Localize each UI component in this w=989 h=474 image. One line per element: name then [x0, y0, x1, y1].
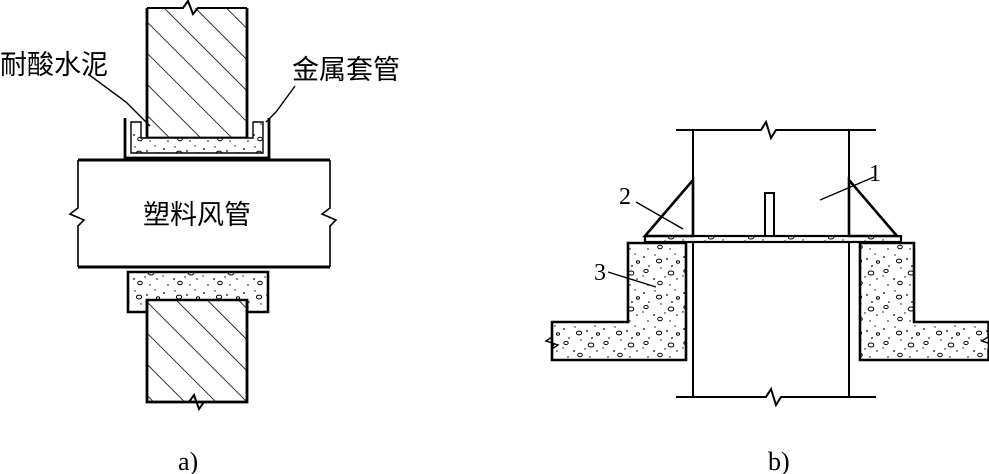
label-3: 3: [594, 260, 606, 286]
metal-sleeve: [123, 118, 271, 160]
label-cement: 耐酸水泥: [0, 50, 108, 81]
lower-wall: [145, 300, 249, 412]
left-slab: [550, 241, 688, 362]
right-slab: [858, 241, 989, 362]
centre-tab: [764, 192, 775, 237]
label-1: 1: [869, 161, 881, 187]
label-duct: 塑料风管: [143, 200, 251, 231]
caption-a: a): [178, 447, 198, 474]
cement-leader: [87, 73, 151, 127]
upper-wall: [145, 0, 249, 140]
leader-3: [607, 271, 657, 288]
leader-1: [819, 176, 875, 201]
left-gusset: [642, 176, 695, 238]
acid-resistant-cement: [130, 121, 264, 154]
plastic-duct: [68, 158, 338, 269]
figure-b: 1 2 3 b): [544, 119, 989, 474]
label-sleeve: 金属套管: [292, 55, 400, 86]
figure-a: 耐酸水泥 金属套管 塑料风管 a): [0, 0, 400, 474]
label-2: 2: [619, 184, 631, 210]
right-gusset: [847, 176, 900, 238]
caption-b: b): [768, 447, 790, 474]
leader-2: [635, 201, 684, 230]
sleeve-leader: [265, 85, 296, 123]
vertical-duct: [676, 119, 876, 408]
